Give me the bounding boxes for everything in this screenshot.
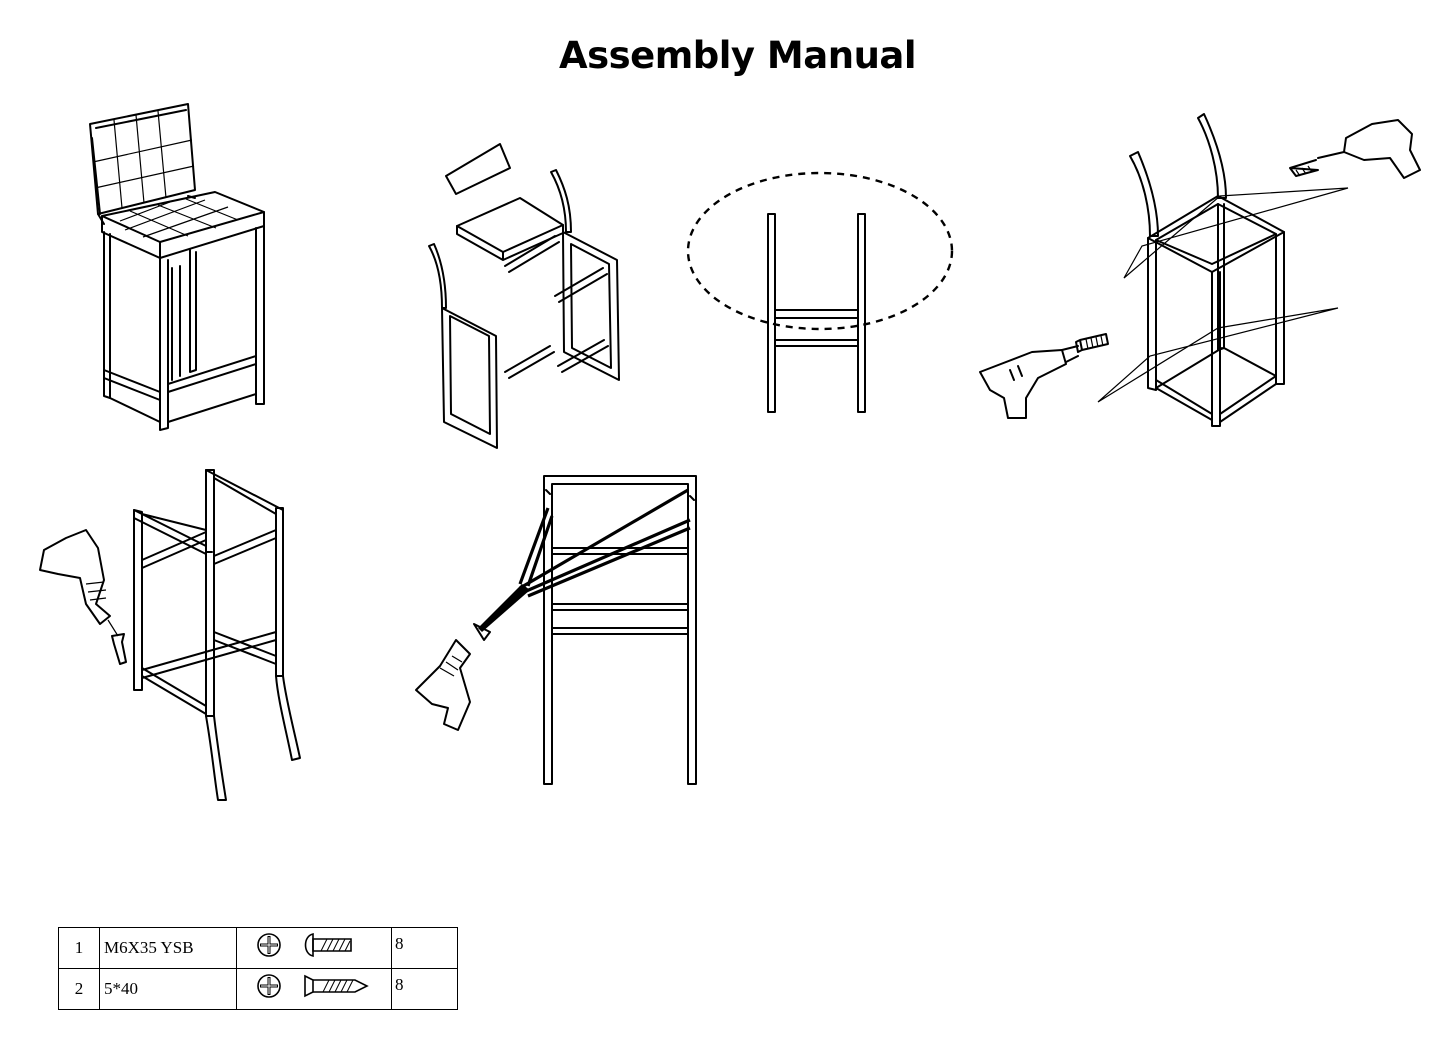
wood-screw-icon: [304, 974, 369, 998]
part-quantity: 8: [391, 968, 458, 1010]
hardware-table: 1 M6X35 YSB 8 2 5*40: [58, 927, 458, 1010]
table-row: 2 5*40 8: [58, 968, 458, 1010]
leg-frame-detail-illustration: [688, 173, 952, 412]
part-number: 2: [58, 968, 100, 1010]
phillips-head-icon: [257, 974, 281, 998]
screw-side-frame-illustration: [40, 470, 300, 800]
bolt-icon: [304, 933, 352, 957]
part-quantity: 8: [391, 927, 458, 969]
screw-seat-frame-illustration: [980, 114, 1420, 426]
part-icons: [236, 927, 392, 969]
phillips-head-icon: [257, 933, 281, 957]
table-row: 1 M6X35 YSB 8: [58, 927, 458, 969]
screw-backrest-illustration: [416, 476, 696, 784]
part-icons: [236, 968, 392, 1010]
part-name: M6X35 YSB: [99, 927, 237, 969]
exploded-parts-illustration: [429, 144, 619, 448]
part-number: 1: [58, 927, 100, 969]
page-title: Assembly Manual: [558, 34, 917, 77]
part-name: 5*40: [99, 968, 237, 1010]
assembled-bar-stool-illustration: [90, 104, 264, 430]
